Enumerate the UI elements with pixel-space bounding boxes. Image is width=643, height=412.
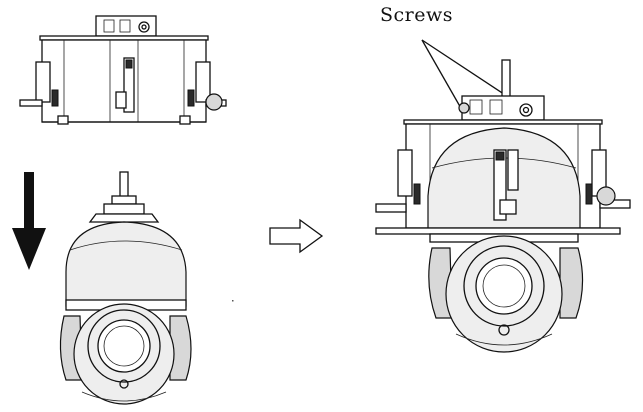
mounting-bracket-top-left (19, 15, 227, 125)
screws-label: Screws (380, 4, 453, 26)
assembled-camera-right (375, 59, 631, 353)
right-arrow-outline-icon (269, 218, 324, 254)
stray-dot (232, 300, 234, 302)
dome-camera-bottom-left (59, 171, 192, 405)
down-arrow-icon (12, 172, 46, 270)
